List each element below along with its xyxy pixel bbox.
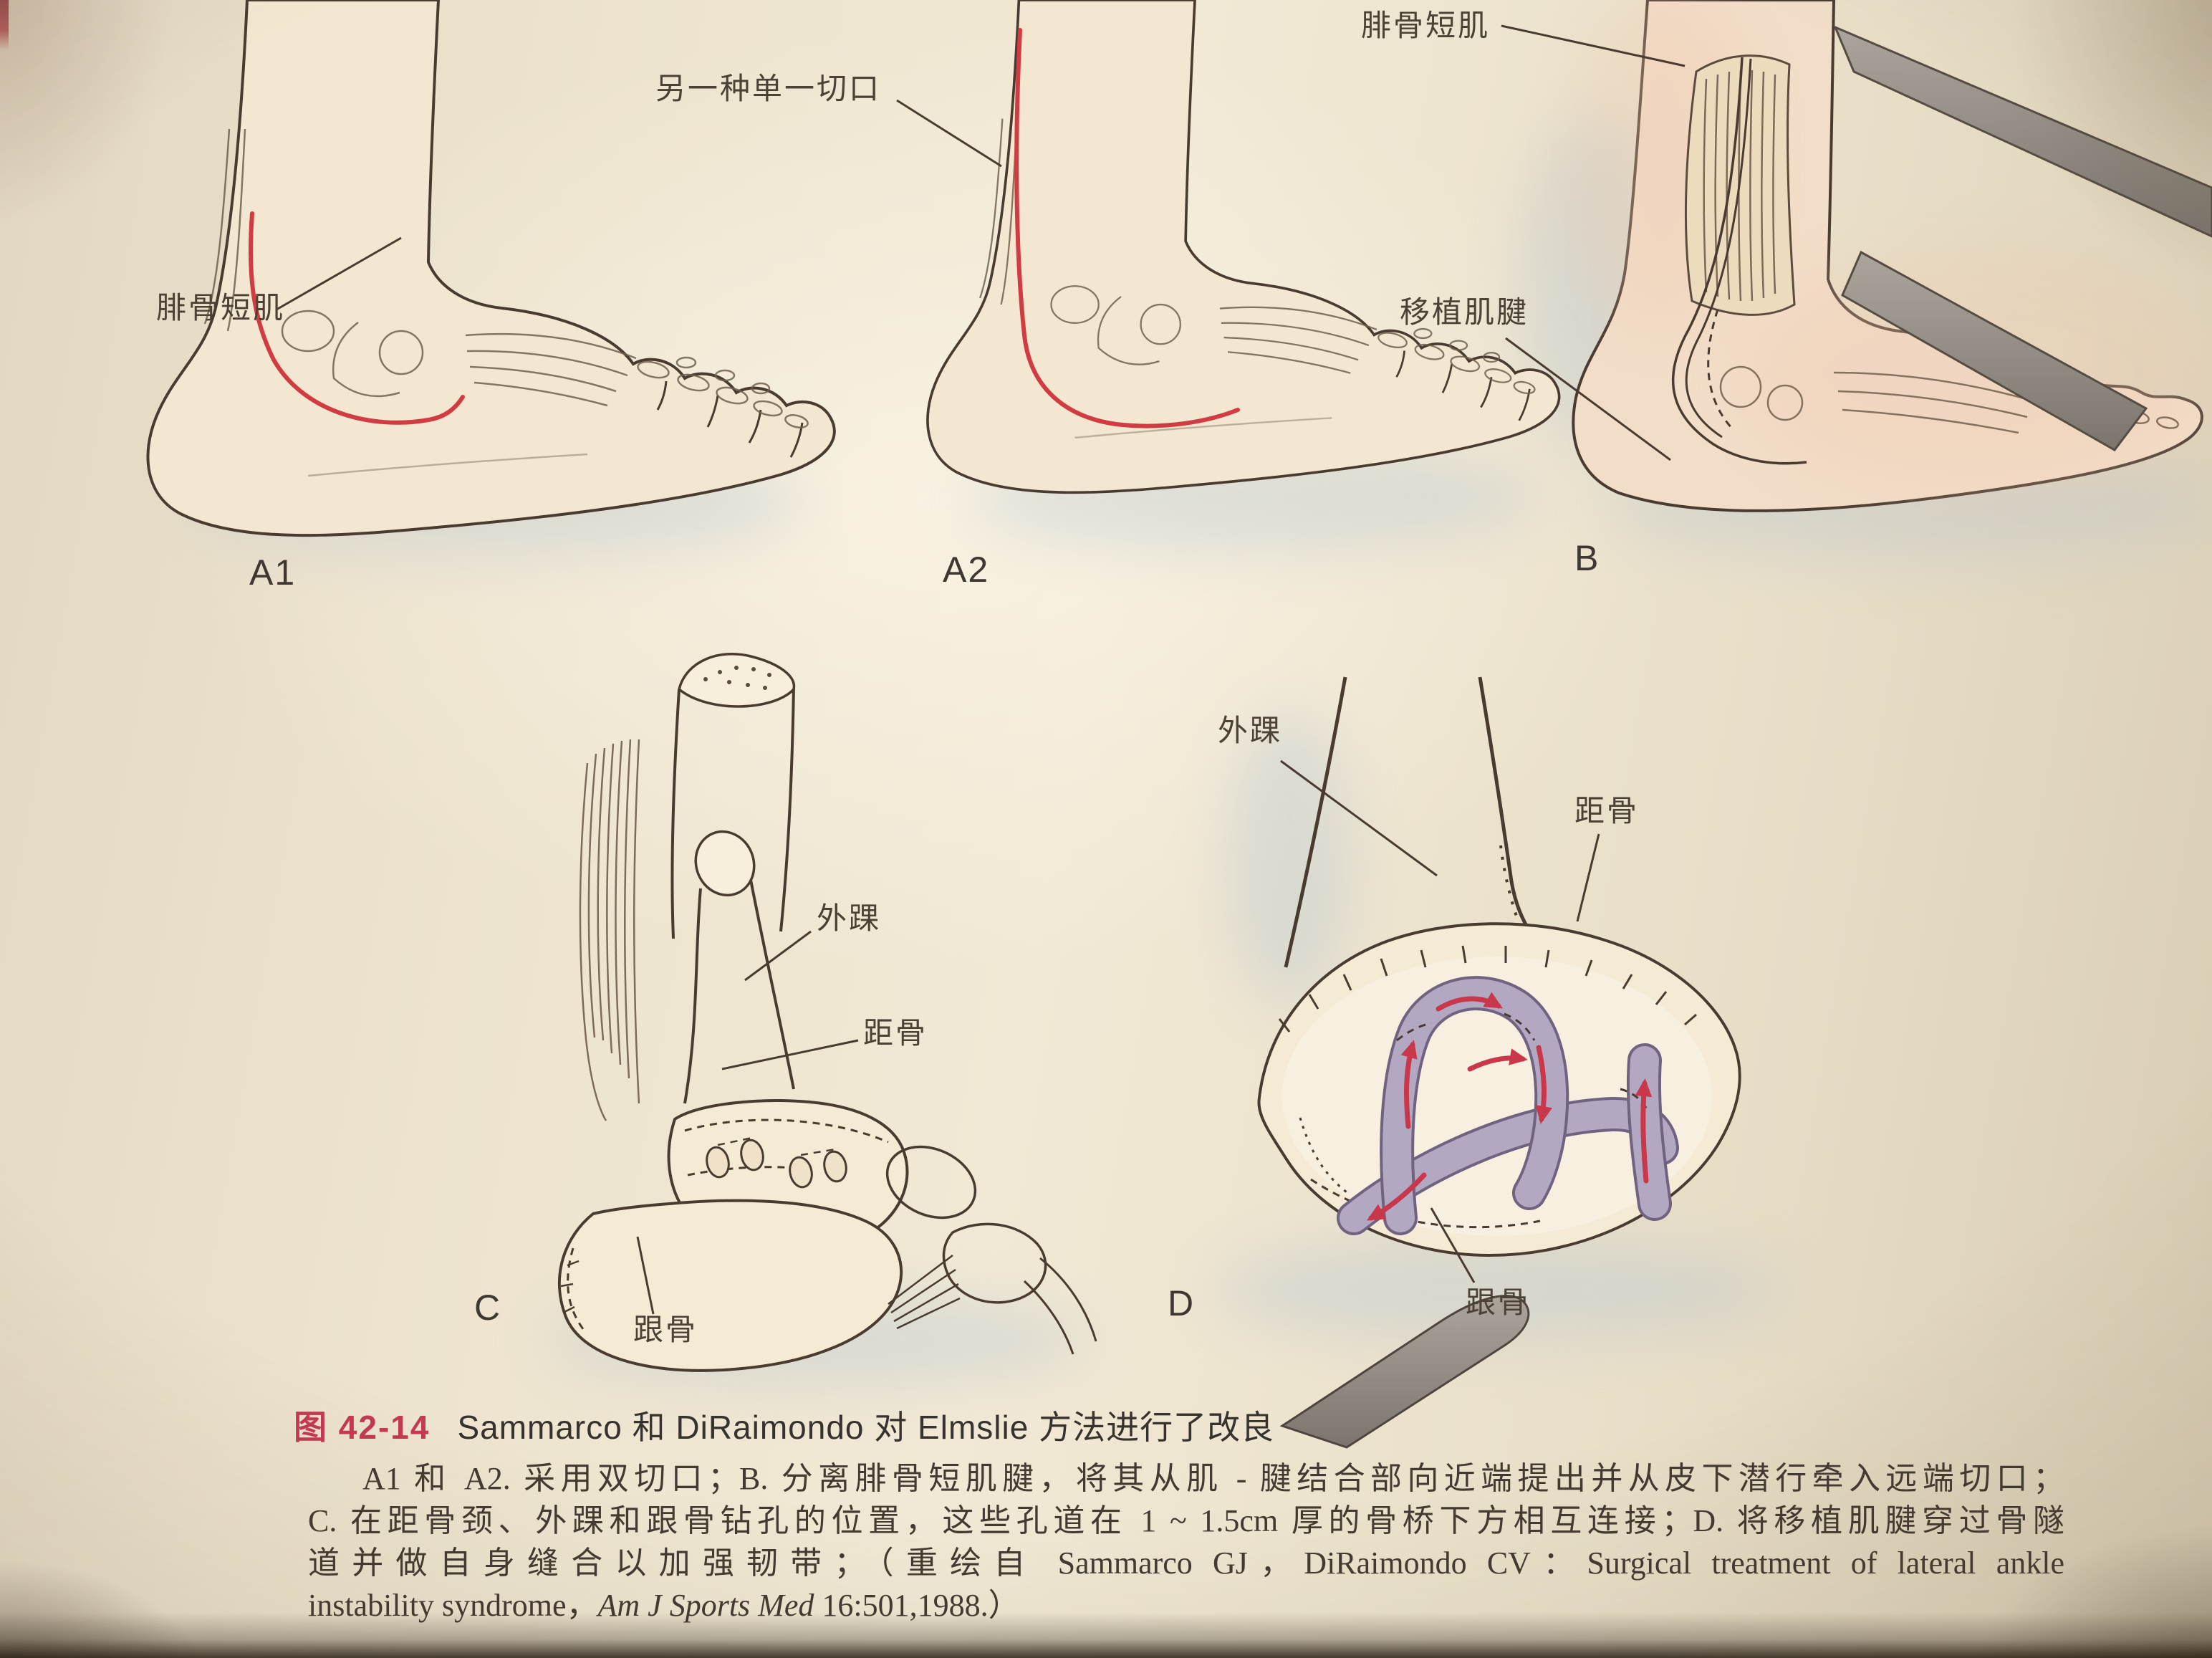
figure-title: Sammarco 和 DiRaimondo 对 Elmslie 方法进行了改良 — [457, 1409, 1275, 1446]
label-a2-alt-incision: 另一种单一切口 — [655, 73, 882, 106]
label-b-graft-tendon: 移植肌腱 — [1400, 297, 1529, 330]
figure-b-drawing — [1501, 0, 2212, 512]
description-line-3: 道并做自身缝合以加强韧带；（重绘自 Sammarco GJ，DiRaimondo… — [308, 1546, 2064, 1581]
label-d-lateral-malleolus: 外踝 — [1218, 715, 1283, 748]
label-c-talus: 距骨 — [863, 1017, 928, 1050]
figure-c-drawing — [557, 653, 1097, 1372]
panel-letter-c: C — [474, 1288, 502, 1328]
figure-caption: 图 42-14 Sammarco 和 DiRaimondo 对 Elmslie … — [294, 1401, 1274, 1449]
figure-a2-drawing — [896, 0, 1561, 494]
panel-letter-a2: A2 — [943, 550, 990, 590]
label-d-calcaneus: 跟骨 — [1466, 1287, 1531, 1320]
figure-number: 图 42-14 — [294, 1409, 431, 1446]
description-line-4-prefix: instability syndrome， — [308, 1588, 598, 1623]
label-d-talus: 距骨 — [1574, 795, 1640, 828]
description-line-1: A1 和 A2. 采用双切口；B. 分离腓骨短肌腱，将其从肌 - 腱结合部向近端… — [362, 1461, 2064, 1496]
panel-letter-a1: A1 — [249, 552, 297, 593]
label-a1-peroneus-brevis: 腓骨短肌 — [156, 292, 286, 325]
description-line-4: instability syndrome，Am J Sports Med 16:… — [308, 1584, 2064, 1626]
description-line-4-suffix: 16:501,1988.） — [814, 1588, 1020, 1623]
figure-description: A1 和 A2. 采用双切口；B. 分离腓骨短肌腱，将其从肌 - 腱结合部向近端… — [308, 1457, 2064, 1626]
description-line-2: C. 在距骨颈、外踝和跟骨钻孔的位置，这些孔道在 1 ~ 1.5cm 厚的骨桥下… — [308, 1503, 2064, 1538]
journal-name: Am J Sports Med — [597, 1588, 814, 1623]
panel-letter-b: B — [1574, 538, 1600, 578]
label-b-peroneus-brevis: 腓骨短肌 — [1361, 10, 1491, 43]
panel-letter-d: D — [1168, 1283, 1196, 1323]
label-c-lateral-malleolus: 外踝 — [817, 903, 882, 936]
page-corner-mark — [0, 0, 9, 50]
label-c-calcaneus: 跟骨 — [633, 1314, 698, 1347]
